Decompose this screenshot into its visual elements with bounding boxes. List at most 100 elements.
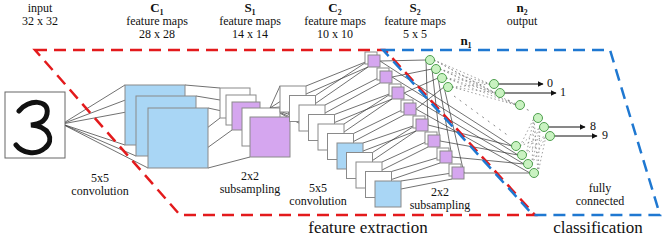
output-digit: 8: [590, 120, 596, 133]
output-arrow: [555, 136, 597, 137]
output-digit: 0: [547, 77, 553, 90]
feature-map-s2: [416, 119, 428, 131]
handwritten-digit: [16, 102, 50, 152]
layer-symbol: n₂: [516, 1, 527, 15]
convolution-line: [62, 124, 125, 145]
dotted-connection: [434, 60, 516, 105]
input-image-frame: [5, 92, 65, 158]
dotted-connection: [452, 87, 496, 93]
layer-name: feature maps: [384, 15, 446, 28]
region-outline: [35, 50, 535, 242]
region-title: feature extraction: [308, 219, 427, 238]
dotted-connection: [532, 136, 546, 164]
dotted-connection: [446, 78, 496, 93]
neuron-ellipsis: [508, 100, 532, 112]
dashed-outline: [35, 50, 535, 215]
full-connection-line: [380, 61, 512, 146]
full-connection-line: [426, 60, 428, 125]
layer-symbol: S₁: [244, 1, 255, 15]
neuron-n1: [438, 74, 447, 83]
dotted-connection: [452, 84, 490, 87]
dotted-connection: [534, 118, 538, 173]
layer-name: feature maps: [219, 15, 281, 28]
neuron-n2: [490, 80, 499, 89]
feature-map-s2: [368, 55, 380, 67]
neuron-n1: [530, 169, 539, 178]
feature-map-c1: [148, 108, 208, 168]
connection-lines: [62, 60, 597, 189]
layer-size: 32 x 32: [22, 15, 58, 28]
full-connection-line: [380, 60, 426, 61]
layer-size: 28 x 28: [139, 28, 175, 41]
subsampling-line: [306, 67, 368, 94]
neuron-n1: [432, 65, 441, 74]
subsampling-line: [208, 157, 250, 168]
feature-extraction-region: feature extraction: [35, 50, 535, 242]
operation-label: 5x5 convolution: [67, 172, 133, 198]
dotted-connection: [526, 136, 546, 155]
dotted-connection: [520, 127, 540, 146]
subsampling-line: [392, 163, 441, 180]
layer-name: output: [507, 15, 538, 28]
layer-symbol: n₁: [460, 34, 471, 48]
dotted-connection: [526, 118, 534, 155]
operation-label: 2x2 subsampling: [215, 170, 285, 196]
subsampling-line: [316, 67, 369, 104]
dotted-connection: [434, 60, 490, 84]
feature-map-shapes: [5, 52, 555, 207]
neuron-n1: [518, 151, 527, 160]
subsampling-line: [392, 157, 441, 172]
neuron-n2: [540, 123, 549, 132]
neuron-n1: [524, 160, 533, 169]
feature-map-s1: [250, 117, 290, 157]
dotted-connection: [446, 78, 516, 105]
dotted-connection: [452, 87, 516, 105]
operation-label: fully connected: [569, 182, 631, 208]
neuron-n2: [516, 101, 525, 110]
classification-region: classification: [380, 50, 663, 242]
subsampling-line: [354, 109, 405, 134]
subsampling-line: [373, 125, 417, 153]
layer-symbol: C₁: [150, 1, 163, 15]
feature-map-s2: [392, 87, 404, 99]
output-arrow: [499, 84, 543, 85]
feature-map-c2: [375, 181, 401, 207]
neuron-n1: [512, 142, 521, 151]
neuron-n1: [426, 56, 435, 65]
layer-size: 10 x 10: [317, 28, 353, 41]
layer-name: feature maps: [304, 15, 366, 28]
neuron-ellipsis: [454, 96, 510, 137]
dotted-connection: [532, 127, 540, 164]
feature-map-s2: [440, 151, 452, 163]
output-arrow: [549, 127, 585, 128]
full-connection-line: [416, 109, 530, 173]
dotted-connection: [440, 69, 516, 105]
dotted-connection: [538, 127, 540, 173]
dotted-connection: [440, 69, 490, 84]
subsampling-line: [316, 61, 369, 96]
neuron-n2: [496, 89, 505, 98]
layer-symbol: S₂: [409, 1, 420, 15]
subsampling-line: [401, 173, 452, 181]
subsampling-line: [363, 131, 416, 151]
subsampling-line: [382, 147, 428, 170]
region-outline: [380, 50, 663, 242]
neuron-n1: [444, 83, 453, 92]
operation-label: 5x5 convolution: [285, 182, 351, 208]
operation-label: 2x2 subsampling: [405, 186, 475, 212]
output-digit: 1: [560, 86, 566, 99]
dotted-connection: [446, 78, 490, 84]
neuron-n2: [546, 132, 555, 141]
subsampling-line: [344, 93, 392, 124]
output-arrow: [505, 93, 556, 94]
dotted-connection: [538, 136, 546, 173]
layer-size: 5 x 5: [403, 28, 427, 41]
region-title: classification: [553, 219, 643, 238]
dotted-connection: [526, 127, 540, 155]
feature-map-s2: [404, 103, 416, 115]
layer-symbol: C₂: [328, 1, 341, 15]
layer-size: 14 x 14: [232, 28, 268, 41]
full-connection-line: [404, 93, 524, 164]
dotted-connection: [532, 118, 534, 164]
